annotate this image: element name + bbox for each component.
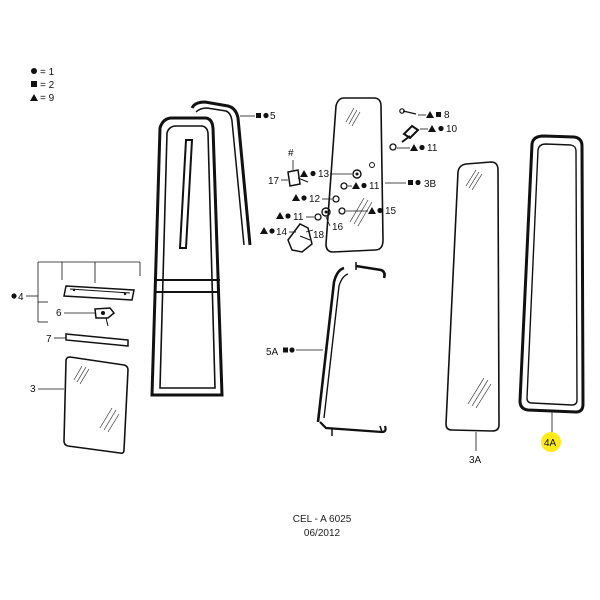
symbol-legend: = 1 = 2 = 9 xyxy=(30,67,55,104)
callout-11-c: 11 xyxy=(293,212,304,223)
triangle-symbol-icon xyxy=(352,182,360,189)
callout-15: 15 xyxy=(385,206,397,217)
callout-4: 4 xyxy=(18,292,24,303)
circle-symbol-icon xyxy=(269,228,275,234)
square-symbol-icon xyxy=(408,180,413,185)
legend-circle-text: = 1 xyxy=(40,67,55,78)
screw-group: 8 10 11 xyxy=(389,108,458,154)
callout-hash: # xyxy=(288,148,294,159)
triangle-symbol-icon xyxy=(426,111,434,118)
callout-4-group: 4 xyxy=(11,261,141,323)
channel-part xyxy=(63,285,135,301)
square-symbol-icon xyxy=(256,113,261,118)
glass-part-3B: 3B xyxy=(325,97,437,253)
door-frame-assembly xyxy=(150,116,224,397)
hardware-cluster: # 17 13 11 12 11 14 16 xyxy=(260,148,397,253)
callout-13: 13 xyxy=(318,169,330,180)
callout-3B: 3B xyxy=(424,179,437,190)
circle-symbol-icon xyxy=(419,144,425,151)
square-symbol-icon xyxy=(436,112,441,117)
drawing-footer: CEL - A 6025 06/2012 xyxy=(293,514,352,539)
circle-symbol-icon xyxy=(301,195,307,201)
drawing-date: 06/2012 xyxy=(304,528,341,539)
triangle-symbol-icon xyxy=(410,144,418,151)
triangle-symbol-icon xyxy=(428,125,436,132)
circle-symbol-icon xyxy=(377,207,383,214)
circle-symbol-icon xyxy=(285,213,291,219)
callout-3: 3 xyxy=(30,384,36,395)
clip-part-6: 6 xyxy=(56,307,116,327)
callout-7: 7 xyxy=(46,334,52,345)
callout-17: 17 xyxy=(268,176,280,187)
callout-16: 16 xyxy=(332,222,344,233)
callout-6: 6 xyxy=(56,308,62,319)
legend-square-text: = 2 xyxy=(40,80,55,91)
circle-symbol-icon xyxy=(310,170,316,177)
triangle-symbol-icon xyxy=(292,194,300,201)
circle-symbol-icon xyxy=(263,112,269,119)
triangle-symbol-icon xyxy=(260,227,268,234)
glass-part-3: 3 xyxy=(30,356,129,454)
circle-symbol-icon xyxy=(415,179,421,186)
legend-triangle-text: = 9 xyxy=(40,93,55,104)
callout-11-a: 11 xyxy=(427,143,438,154)
strip-part-7: 7 xyxy=(46,333,129,347)
seal-part-4A: 4A xyxy=(518,134,585,452)
square-symbol-icon xyxy=(31,81,37,87)
callout-10: 10 xyxy=(446,124,458,135)
glass-part-3A: 3A xyxy=(445,161,500,466)
triangle-symbol-icon xyxy=(300,170,308,177)
circle-symbol-icon xyxy=(31,68,37,74)
drawing-code: CEL - A 6025 xyxy=(293,514,352,525)
circle-symbol-icon xyxy=(361,182,367,189)
callout-8: 8 xyxy=(444,110,450,121)
seal-strip-5: 5 xyxy=(190,100,276,246)
highlight-marker xyxy=(541,432,561,452)
square-symbol-icon xyxy=(283,347,288,353)
triangle-symbol-icon xyxy=(276,212,284,219)
circle-symbol-icon xyxy=(438,125,444,132)
callout-5A: 5A xyxy=(266,347,279,358)
callout-3A: 3A xyxy=(469,455,482,466)
triangle-symbol-icon xyxy=(368,207,376,214)
circle-symbol-icon xyxy=(289,347,295,353)
circle-symbol-icon xyxy=(11,293,17,299)
callout-12: 12 xyxy=(309,194,321,205)
callout-5: 5 xyxy=(270,111,276,122)
triangle-symbol-icon xyxy=(30,94,38,101)
callout-4A: 4A xyxy=(544,438,557,449)
callout-18: 18 xyxy=(313,230,325,241)
callout-11-b: 11 xyxy=(369,181,380,192)
channel-seal-5A: 5A xyxy=(266,262,387,436)
callout-14: 14 xyxy=(276,227,288,238)
